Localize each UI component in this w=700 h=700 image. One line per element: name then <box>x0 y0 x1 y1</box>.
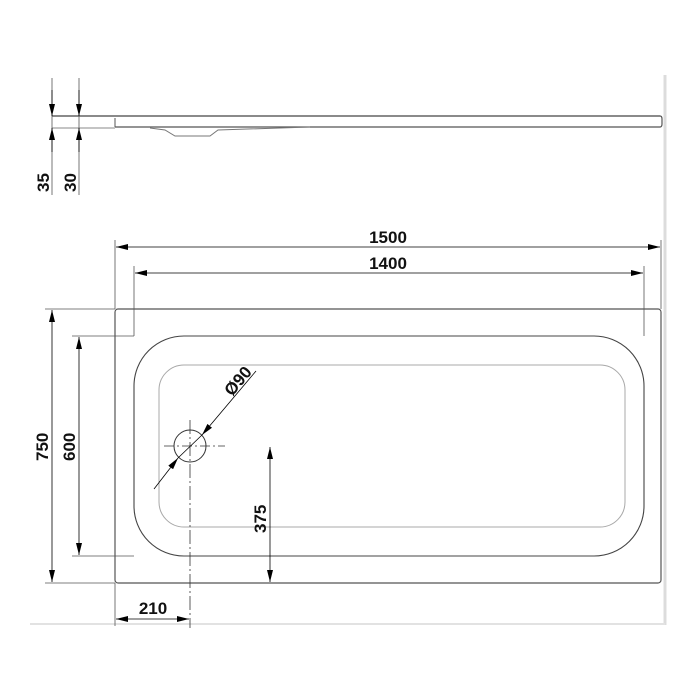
svg-text:1500: 1500 <box>369 228 407 247</box>
dim-inner-width: 600 <box>60 335 134 557</box>
inner-basin-outline <box>133 335 645 557</box>
dim-outer-width: 750 <box>33 308 115 584</box>
dim-drain-offset-y: 375 <box>251 447 273 582</box>
svg-text:1400: 1400 <box>369 254 407 273</box>
dim-drain-offset-x: 210 <box>114 583 189 626</box>
side-view: 35 30 <box>34 78 663 195</box>
outer-tray-outline <box>114 308 662 584</box>
dim-rim-height: 30 <box>61 173 80 192</box>
svg-text:750: 750 <box>33 433 52 461</box>
dim-inner-length: 1400 <box>133 254 645 336</box>
svg-text:210: 210 <box>139 599 167 618</box>
basin-floor-outline <box>158 364 626 528</box>
drain <box>164 420 225 628</box>
svg-text:Ø90: Ø90 <box>221 363 256 400</box>
svg-text:600: 600 <box>60 433 79 461</box>
dim-outer-length: 1500 <box>114 228 662 309</box>
svg-text:375: 375 <box>251 505 270 533</box>
dim-drain-diameter: Ø90 <box>153 363 257 490</box>
dim-total-height: 35 <box>34 173 53 192</box>
plan-view: Ø90 1500 1400 750 600 <box>33 228 662 628</box>
drawing-frame <box>30 75 667 625</box>
